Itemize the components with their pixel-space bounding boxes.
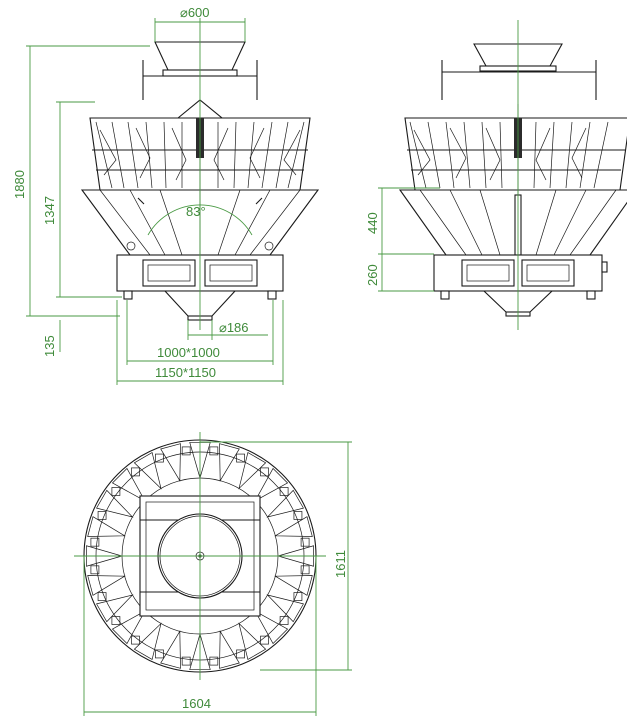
top-bucket-block xyxy=(293,592,303,601)
front-view: 83° ⌀600 1880 1347 135 ⌀186 1000*1000 xyxy=(12,5,320,385)
top-bucket-segment xyxy=(111,610,146,645)
top-bucket-block xyxy=(90,537,100,547)
top-bucket-block xyxy=(111,616,121,625)
front-bucket-height: 1347 xyxy=(42,196,57,225)
side-lower-dim: 260 xyxy=(365,264,380,286)
top-bucket-segment xyxy=(96,594,134,623)
front-base-outer: 1150*1150 xyxy=(155,365,216,380)
top-bucket-block xyxy=(279,616,289,625)
top-bucket-segment xyxy=(254,610,289,645)
top-bucket-segment xyxy=(111,467,146,502)
front-base-inner: 1000*1000 xyxy=(157,345,220,360)
top-bucket-block xyxy=(260,467,269,477)
side-bucket-ring xyxy=(404,104,627,191)
front-angle-arc xyxy=(147,204,253,236)
top-bucket-block xyxy=(97,511,107,520)
top-bucket-segment xyxy=(219,443,240,482)
top-bucket-block xyxy=(236,649,245,659)
top-bucket-block xyxy=(111,487,121,496)
top-bucket-spokes xyxy=(86,442,314,670)
side-top-hopper xyxy=(441,43,597,100)
top-bucket-block xyxy=(181,446,191,456)
top-bucket-segment xyxy=(254,467,289,502)
side-view: 440 260 xyxy=(365,20,627,330)
top-view: 1611 1604 xyxy=(74,432,352,716)
top-bucket-block xyxy=(90,565,100,575)
top-bucket-block xyxy=(155,453,164,463)
top-bucket-segment xyxy=(274,575,313,596)
top-bucket-block xyxy=(293,511,303,520)
top-bucket-block xyxy=(155,649,164,659)
top-bucket-block xyxy=(131,467,140,477)
top-bucket-block xyxy=(131,635,140,645)
top-bucket-segment xyxy=(238,452,267,490)
front-angle-label: 83° xyxy=(186,204,206,219)
top-bucket-segment xyxy=(160,630,181,669)
top-bucket-segment xyxy=(133,452,162,490)
top-bucket-block xyxy=(236,453,245,463)
side-base xyxy=(433,254,608,317)
top-bucket-block xyxy=(97,592,107,601)
top-width-dim: 1604 xyxy=(182,696,211,711)
top-bucket-block xyxy=(209,446,219,456)
top-bucket-segment xyxy=(219,630,240,669)
top-bucket-segment xyxy=(87,575,126,596)
front-hopper-diameter: ⌀600 xyxy=(180,5,210,20)
top-bucket-segment xyxy=(266,489,304,518)
front-total-height: 1880 xyxy=(12,170,27,199)
side-upper-dim: 440 xyxy=(365,212,380,234)
top-bucket-block xyxy=(181,656,191,666)
top-bucket-segment xyxy=(133,622,162,660)
top-bucket-block xyxy=(300,537,310,547)
top-bucket-segment xyxy=(238,622,267,660)
top-bucket-segment xyxy=(160,443,181,482)
top-bucket-segment xyxy=(96,489,134,518)
top-bucket-segment xyxy=(266,594,304,623)
top-bucket-block xyxy=(209,656,219,666)
top-depth-dim: 1611 xyxy=(333,550,348,578)
top-bucket-block xyxy=(300,565,310,575)
side-cone xyxy=(398,189,627,256)
front-outlet-diameter: ⌀186 xyxy=(219,320,249,335)
front-leg-height: 135 xyxy=(42,335,57,357)
top-bucket-segment xyxy=(274,516,313,537)
top-bucket-block xyxy=(260,635,269,645)
top-bucket-segment xyxy=(87,516,126,537)
top-bucket-block xyxy=(279,487,289,496)
